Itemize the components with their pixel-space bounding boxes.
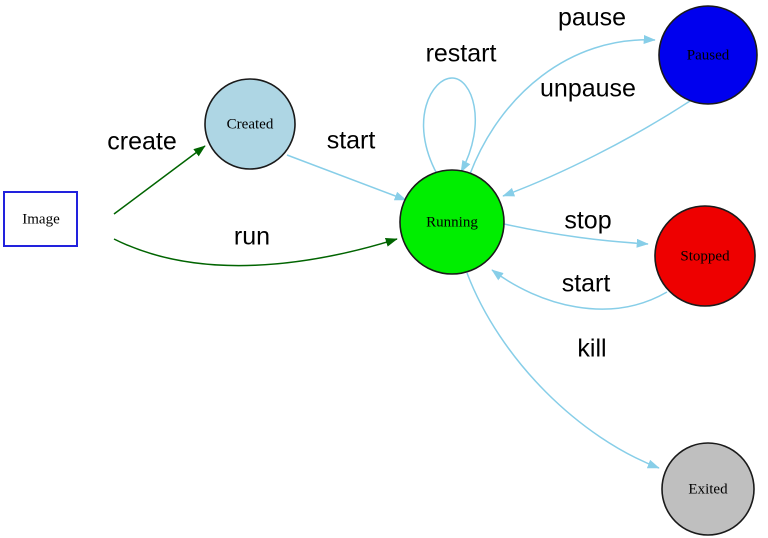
edge-label-group: create run start restart pause unpause s… xyxy=(107,4,636,363)
created-label: Created xyxy=(227,116,274,132)
edge-start-stopped xyxy=(491,269,668,310)
stopped-label: Stopped xyxy=(680,248,730,264)
image-label: Image xyxy=(22,211,60,227)
node-image[interactable]: Image xyxy=(3,191,78,247)
stopped-circle[interactable] xyxy=(654,205,756,307)
edge-label-pause: pause xyxy=(558,4,626,32)
edge-start-created xyxy=(286,154,407,201)
edge-stop xyxy=(503,223,649,248)
edge-unpause xyxy=(502,100,691,197)
node-paused[interactable]: Paused xyxy=(658,5,758,105)
running-label: Running xyxy=(426,214,478,230)
paused-label: Paused xyxy=(687,47,730,63)
image-box[interactable] xyxy=(3,191,78,247)
exited-circle[interactable] xyxy=(661,442,755,536)
running-circle[interactable] xyxy=(399,169,505,275)
node-running[interactable]: Running xyxy=(399,169,505,275)
node-stopped[interactable]: Stopped xyxy=(654,205,756,307)
edge-label-unpause: unpause xyxy=(540,75,636,103)
edge-group xyxy=(113,34,691,469)
edge-pause xyxy=(469,34,656,175)
edge-label-create: create xyxy=(107,128,176,156)
edge-label-kill: kill xyxy=(577,335,606,363)
paused-circle[interactable] xyxy=(658,5,758,105)
edge-label-stop: stop xyxy=(564,207,611,235)
edge-label-start-created: start xyxy=(327,127,376,155)
edge-kill xyxy=(466,272,660,469)
node-created[interactable]: Created xyxy=(204,78,296,170)
edge-label-restart: restart xyxy=(426,40,497,68)
edge-label-start-stopped: start xyxy=(562,270,611,298)
edge-create xyxy=(113,145,206,215)
edge-run xyxy=(113,238,398,267)
edge-restart xyxy=(422,77,476,175)
edge-label-run: run xyxy=(234,223,270,251)
created-circle[interactable] xyxy=(204,78,296,170)
node-exited[interactable]: Exited xyxy=(661,442,755,536)
exited-label: Exited xyxy=(688,481,728,497)
